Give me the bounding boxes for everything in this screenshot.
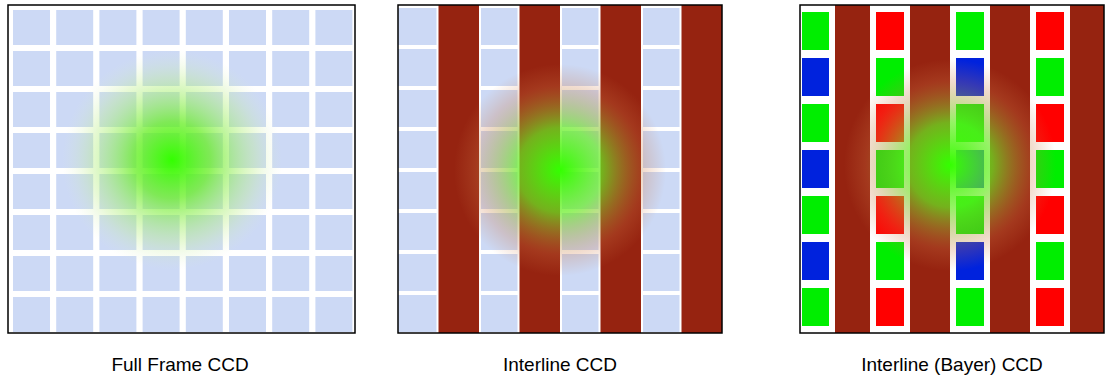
pixel-cell <box>802 12 829 50</box>
pixel-cell <box>56 10 93 45</box>
pixel-cell <box>1036 288 1064 326</box>
pixel-cell <box>272 51 309 86</box>
pixel-cell <box>802 288 829 326</box>
panel-caption: Interline CCD <box>503 354 617 376</box>
pixel-cell <box>186 10 223 45</box>
pixel-cell <box>229 256 266 291</box>
pixel-cell <box>802 242 829 280</box>
pixel-cell <box>56 51 93 86</box>
pixel-cell <box>229 10 266 45</box>
pixel-cell <box>802 58 829 96</box>
pixel-cell <box>99 10 136 45</box>
pixel-cell <box>315 174 352 209</box>
pixel-cell <box>315 51 352 86</box>
pixel-cell <box>398 90 437 127</box>
pixel-cell <box>13 256 50 291</box>
pixel-cell <box>13 10 50 45</box>
panel-caption: Interline (Bayer) CCD <box>861 354 1043 376</box>
pixel-cell <box>143 297 180 332</box>
pixel-cell <box>56 297 93 332</box>
pixel-cell <box>143 10 180 45</box>
pixel-cell <box>398 172 437 209</box>
pixel-cell <box>481 295 518 332</box>
pixel-cell <box>272 256 309 291</box>
panel-border <box>8 5 355 333</box>
pixel-cell <box>315 256 352 291</box>
pixel-cell <box>13 297 50 332</box>
light-spot <box>454 64 666 276</box>
full-frame-panel <box>8 5 355 333</box>
pixel-cell <box>56 256 93 291</box>
pixel-cell <box>876 288 904 326</box>
pixel-cell <box>562 8 599 45</box>
light-spot <box>844 59 1056 271</box>
pixel-cell <box>643 49 680 86</box>
panel-border <box>800 5 1104 333</box>
bayer-panel <box>800 5 1104 333</box>
pixel-cell <box>99 297 136 332</box>
pixel-cell <box>315 133 352 168</box>
pixel-cell <box>562 295 599 332</box>
pixel-cell <box>802 196 829 234</box>
pixel-cell <box>398 131 437 168</box>
pixel-cell <box>643 8 680 45</box>
pixel-cell <box>398 295 437 332</box>
panel-border <box>398 5 722 333</box>
interline-panel <box>398 5 722 333</box>
pixel-cell <box>1070 5 1104 333</box>
pixel-cell <box>1036 12 1064 50</box>
light-spot <box>62 50 282 270</box>
pixel-cell <box>1036 58 1064 96</box>
pixel-cell <box>315 297 352 332</box>
pixel-cell <box>13 215 50 250</box>
pixel-cell <box>956 288 984 326</box>
pixel-cell <box>229 297 266 332</box>
pixel-cell <box>398 49 437 86</box>
pixel-cell <box>802 104 829 142</box>
pixel-cell <box>398 8 437 45</box>
pixel-cell <box>272 297 309 332</box>
pixel-cell <box>272 92 309 127</box>
pixel-cell <box>956 12 984 50</box>
panel-caption: Full Frame CCD <box>111 354 248 376</box>
pixel-cell <box>315 215 352 250</box>
pixel-cell <box>272 215 309 250</box>
pixel-cell <box>13 174 50 209</box>
pixel-cell <box>315 92 352 127</box>
pixel-cell <box>876 12 904 50</box>
pixel-cell <box>398 254 437 291</box>
pixel-cell <box>13 133 50 168</box>
pixel-cell <box>315 10 352 45</box>
pixel-cell <box>643 295 680 332</box>
pixel-cell <box>1036 242 1064 280</box>
pixel-cell <box>186 297 223 332</box>
pixel-cell <box>802 150 829 188</box>
pixel-cell <box>643 254 680 291</box>
pixel-cell <box>398 213 437 250</box>
pixel-cell <box>13 51 50 86</box>
pixel-cell <box>272 10 309 45</box>
pixel-cell <box>481 8 518 45</box>
pixel-cell <box>13 92 50 127</box>
pixel-cell <box>682 5 723 333</box>
